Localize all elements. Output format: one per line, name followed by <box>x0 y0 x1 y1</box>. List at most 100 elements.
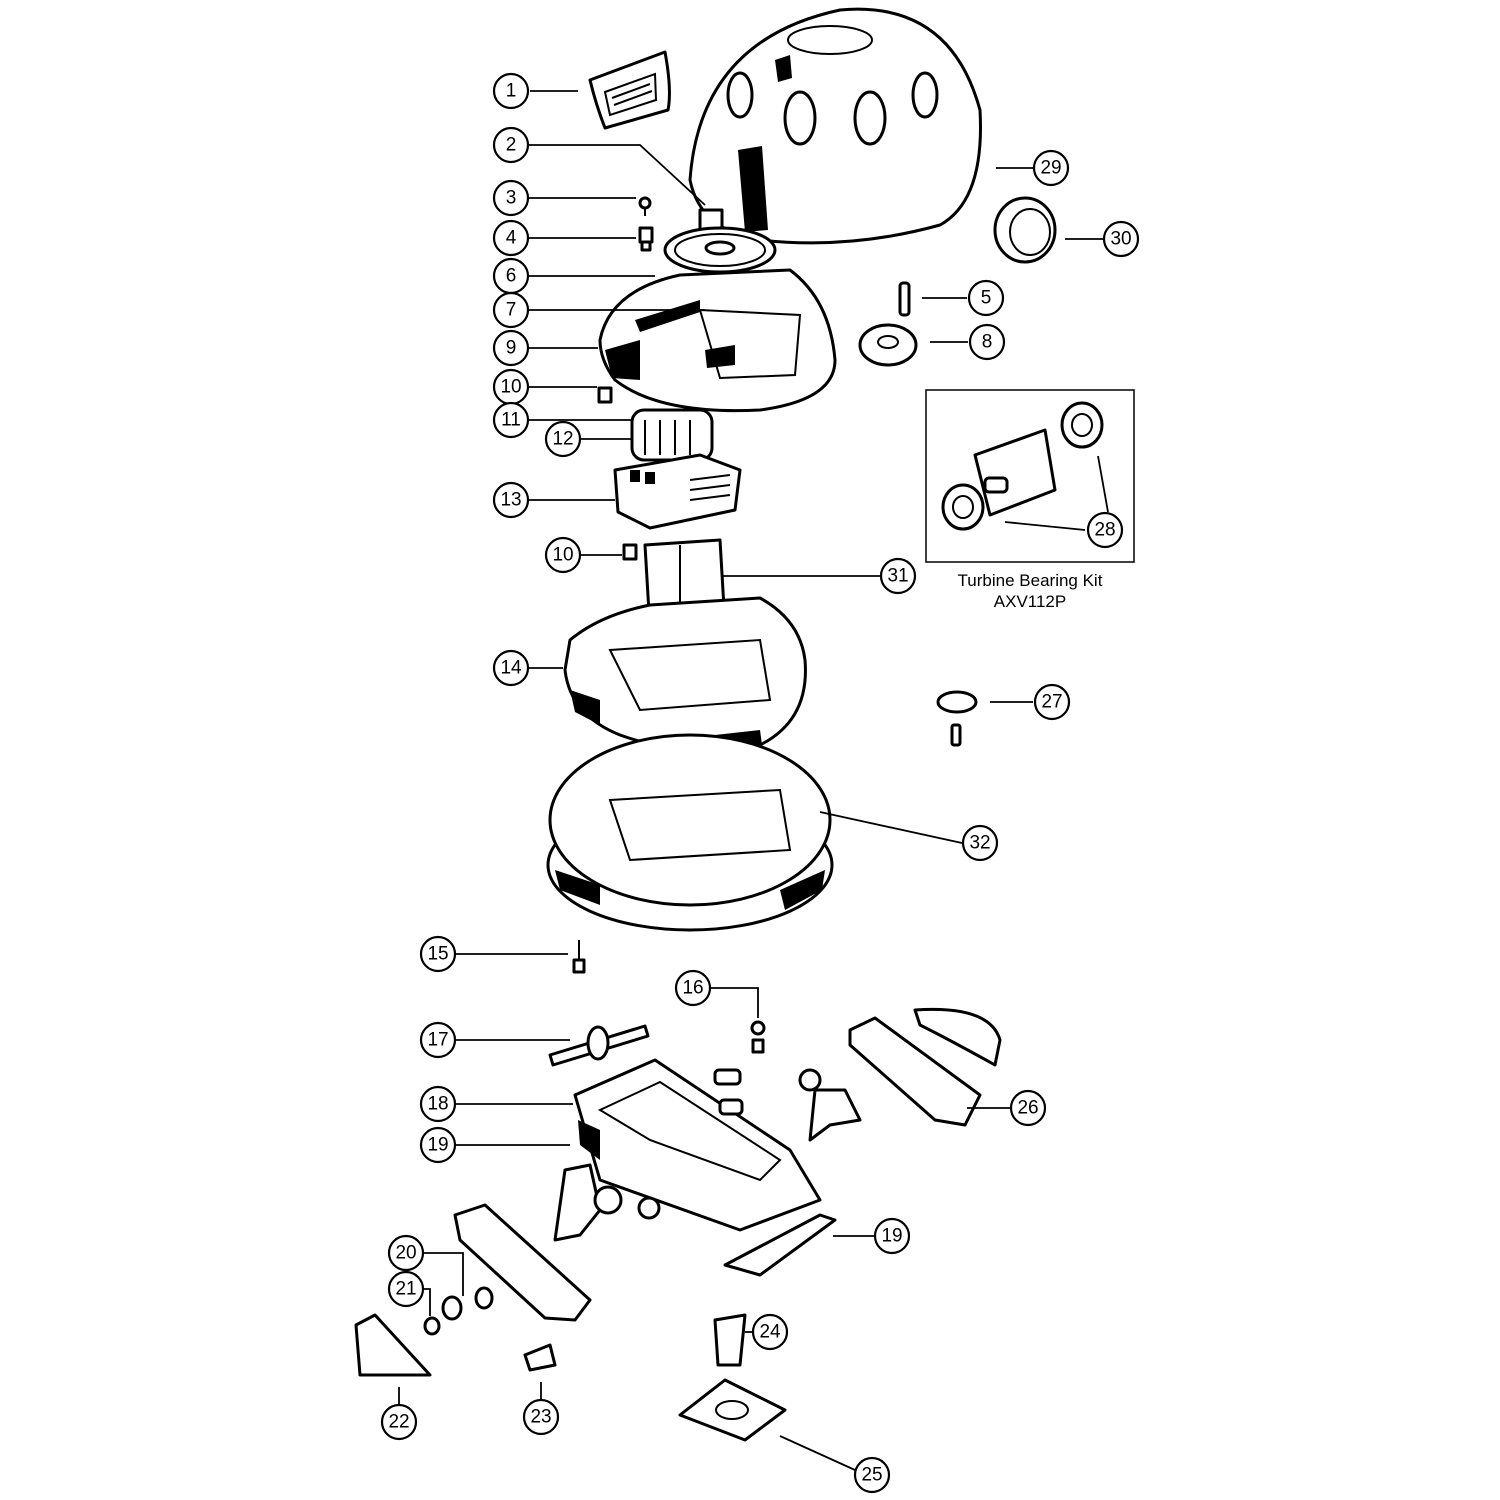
part-mounting-plate <box>678 1378 787 1442</box>
leader-28b <box>1097 455 1109 513</box>
svg-text:17: 17 <box>427 1030 448 1051</box>
part-end-cap-left <box>354 1313 432 1377</box>
part-side-track-left <box>453 1203 592 1322</box>
callout-labels: 1 2 3 4 5 6 7 8 9 10 10 11 12 13 14 <box>380 72 1140 1494</box>
callout-3: 3 <box>492 179 530 217</box>
callout-14: 14 <box>492 649 530 687</box>
leader-21 <box>424 1288 431 1316</box>
callout-4: 4 <box>492 219 530 257</box>
callout-10-upper: 10 <box>492 368 530 406</box>
svg-text:16: 16 <box>682 978 703 999</box>
kit-caption: Turbine Bearing Kit AXV112P <box>930 570 1130 612</box>
part-bracket-left <box>553 1163 623 1242</box>
callout-26: 26 <box>1009 1089 1047 1127</box>
callout-6: 6 <box>492 257 530 295</box>
callout-20: 20 <box>387 1234 425 1272</box>
leader-20 <box>424 1252 464 1296</box>
callout-16: 16 <box>674 969 712 1007</box>
part-lower-housing <box>563 596 807 753</box>
callout-10-lower: 10 <box>544 536 582 574</box>
callout-31: 31 <box>879 557 917 595</box>
svg-text:15: 15 <box>427 944 448 965</box>
svg-text:13: 13 <box>500 490 521 511</box>
svg-text:26: 26 <box>1017 1098 1038 1119</box>
part-screw-15 <box>572 940 586 974</box>
part-cap <box>423 1316 441 1336</box>
parts-artwork <box>354 7 1135 1442</box>
callout-2: 2 <box>492 126 530 164</box>
part-drive-gear <box>663 208 777 274</box>
part-chassis <box>573 1058 822 1232</box>
svg-text:7: 7 <box>506 300 517 321</box>
part-roller <box>637 1196 661 1220</box>
callout-9: 9 <box>492 329 530 367</box>
part-screw-upper <box>597 386 613 404</box>
svg-text:19: 19 <box>427 1135 448 1156</box>
kit-title: Turbine Bearing Kit <box>957 571 1103 590</box>
callout-15: 15 <box>419 935 457 973</box>
svg-text:6: 6 <box>506 266 517 287</box>
callout-30: 30 <box>1102 220 1140 258</box>
callout-21: 21 <box>387 1270 425 1308</box>
svg-text:10: 10 <box>500 377 521 398</box>
svg-text:5: 5 <box>981 288 992 309</box>
svg-text:10: 10 <box>552 545 573 566</box>
leader-25 <box>779 1435 856 1471</box>
svg-text:2: 2 <box>506 135 517 156</box>
svg-text:22: 22 <box>388 1412 409 1433</box>
svg-text:9: 9 <box>506 338 517 359</box>
svg-text:21: 21 <box>395 1279 416 1300</box>
callout-5: 5 <box>967 279 1005 317</box>
part-bearing-assembly <box>941 401 1104 531</box>
part-turbine-housing <box>613 453 742 530</box>
svg-text:29: 29 <box>1040 158 1061 179</box>
svg-text:1: 1 <box>506 81 517 102</box>
callout-1: 1 <box>492 72 530 110</box>
callout-28: 28 <box>1086 511 1124 549</box>
part-axle <box>548 1024 650 1067</box>
part-upper-housing <box>598 268 837 413</box>
kit-frame <box>925 389 1135 563</box>
part-clip <box>523 1343 557 1372</box>
callout-24: 24 <box>751 1313 789 1351</box>
callout-32: 32 <box>961 824 999 862</box>
part-grille <box>588 50 671 130</box>
callout-11: 11 <box>492 401 530 439</box>
svg-text:24: 24 <box>759 1322 781 1343</box>
svg-text:32: 32 <box>969 833 990 854</box>
svg-text:4: 4 <box>506 228 517 249</box>
callout-13: 13 <box>492 481 530 519</box>
part-small-gear <box>858 323 918 367</box>
callout-19-right: 19 <box>873 1217 911 1255</box>
callout-17: 17 <box>419 1021 457 1059</box>
svg-text:19: 19 <box>881 1226 902 1247</box>
kit-part-number: AXV112P <box>993 592 1067 611</box>
svg-text:12: 12 <box>552 429 573 450</box>
callout-22: 22 <box>380 1403 418 1441</box>
svg-text:8: 8 <box>982 332 993 353</box>
part-pin <box>898 281 911 317</box>
part-screw-lower <box>622 543 638 561</box>
leader-2 <box>528 144 706 206</box>
part-washer <box>441 1286 494 1321</box>
callout-27: 27 <box>1033 683 1071 721</box>
part-nozzle <box>713 1313 747 1367</box>
part-turbine <box>630 408 714 462</box>
svg-text:3: 3 <box>506 188 517 209</box>
part-lower-plate <box>723 1213 837 1277</box>
part-bumper <box>936 690 978 747</box>
callout-25: 25 <box>853 1456 891 1494</box>
svg-text:11: 11 <box>501 410 521 431</box>
svg-text:18: 18 <box>427 1094 448 1115</box>
callout-7: 7 <box>492 291 530 329</box>
leader-16 <box>711 987 759 1018</box>
svg-text:27: 27 <box>1041 692 1062 713</box>
callout-29: 29 <box>1032 149 1070 187</box>
part-round-filter <box>993 196 1057 264</box>
callout-23: 23 <box>522 1398 560 1436</box>
svg-text:25: 25 <box>861 1465 882 1486</box>
part-side-track-right <box>848 1007 1002 1127</box>
svg-text:31: 31 <box>887 566 908 587</box>
callout-8: 8 <box>968 323 1006 361</box>
